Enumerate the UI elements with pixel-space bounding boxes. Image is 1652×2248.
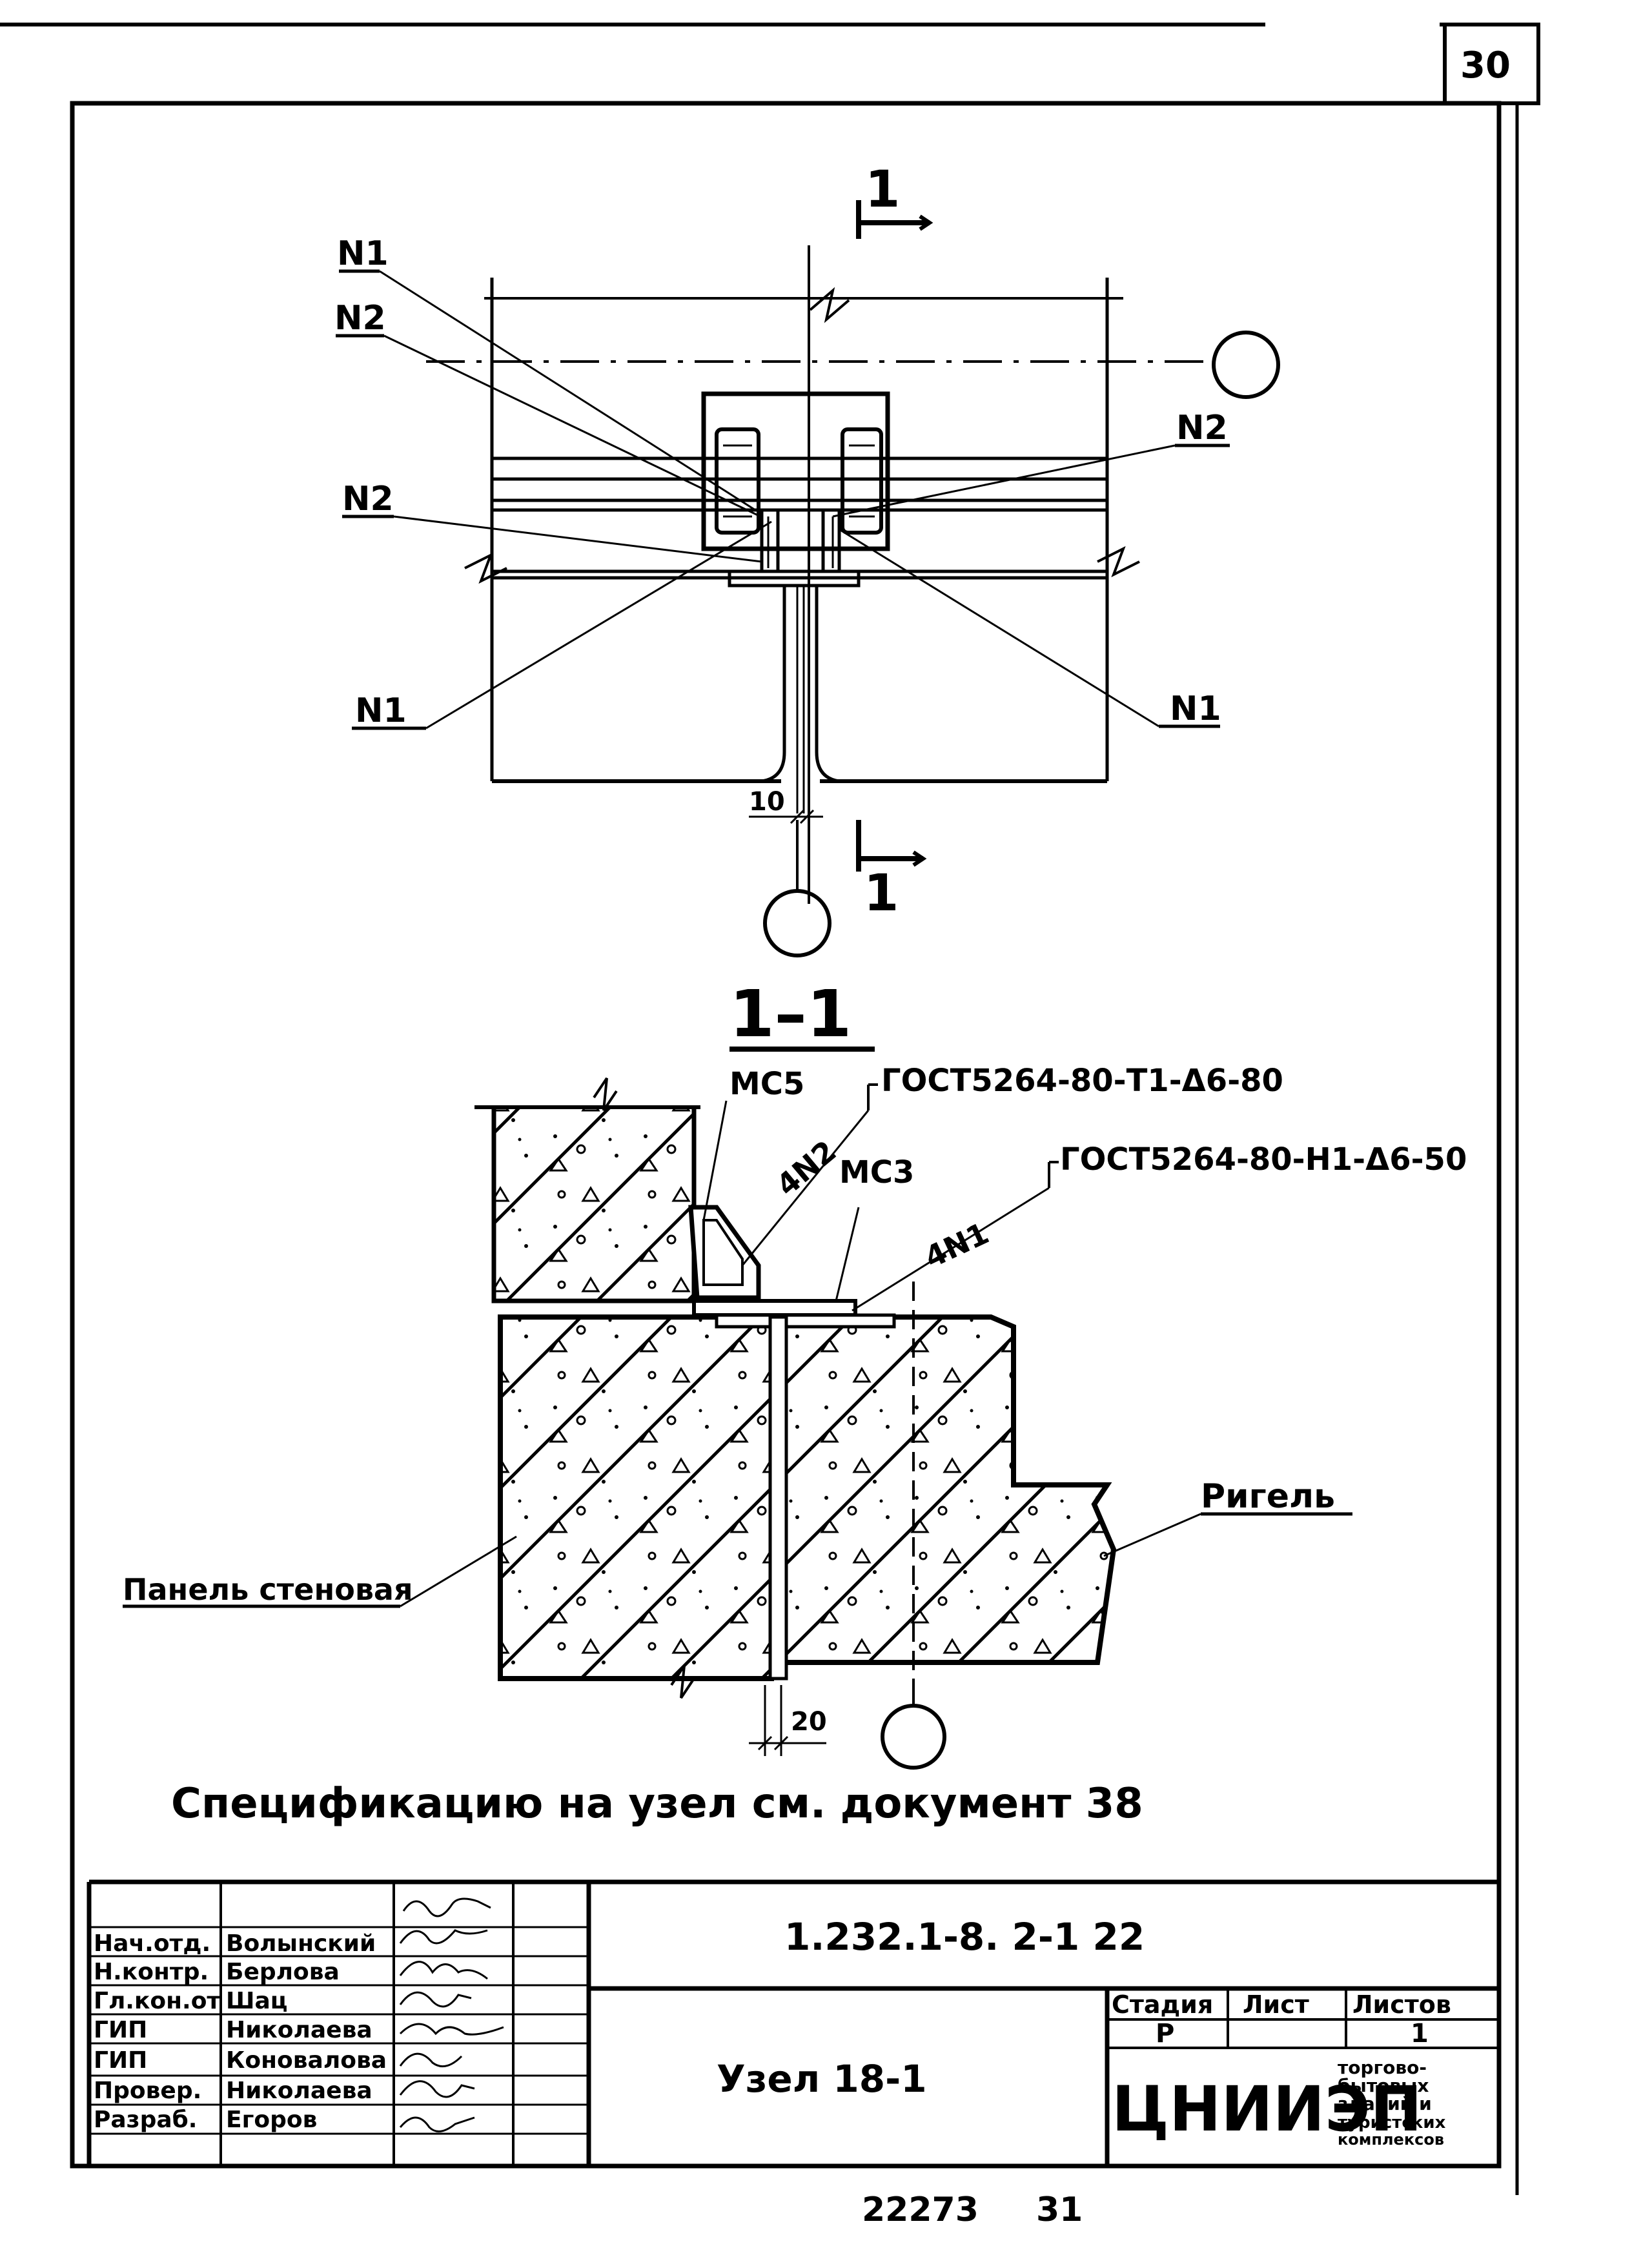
person-role: ГИП	[94, 2017, 147, 2043]
bottom-left-number: 22273	[862, 2191, 979, 2229]
person-name: Шац	[226, 1988, 287, 2014]
person-role: Н.контр.	[94, 1959, 209, 1985]
person-role: Провер.	[94, 2078, 201, 2104]
sheet-header: Лист	[1243, 1990, 1309, 2019]
org-name: ЦНИИЭП	[1112, 2073, 1422, 2145]
org-subtitle-line: бытовых	[1338, 2075, 1429, 2096]
person-name: Егоров	[226, 2107, 317, 2133]
plan-dimension: 10	[749, 787, 785, 817]
plan-view	[336, 200, 1280, 957]
title-block-signatures	[399, 1897, 504, 2132]
doc-code: 1.232.1-8. 2-1 22	[784, 1915, 1145, 1959]
label-gost-top: ГОСТ5264-80-Т1-Δ6-80	[881, 1063, 1283, 1099]
person-name: Коновалова	[226, 2047, 387, 2074]
org-subtitle-line: торгово-	[1338, 2057, 1427, 2078]
person-role: ГИП	[94, 2047, 147, 2074]
label-n2-mid-left: N2	[342, 480, 394, 518]
label-n2-top-left: N2	[334, 299, 386, 338]
section-dimension: 20	[791, 1707, 827, 1737]
label-n1-top-left: N1	[337, 234, 389, 273]
stage-value: Р	[1156, 2019, 1174, 2049]
label-n1-bottom-left: N1	[355, 691, 407, 730]
label-weld-4n1: 4N1	[919, 1216, 994, 1275]
section-mark-bottom: 1	[864, 864, 899, 923]
person-role: Нач.отд.	[94, 1930, 210, 1957]
node-title: Узел 18-1	[717, 2057, 927, 2101]
person-role: Гл.кон.от	[94, 1988, 220, 2014]
org-subtitle-line: комплексов	[1338, 2130, 1444, 2149]
org-subtitle-line: туристских	[1338, 2113, 1446, 2132]
label-mc3: МС3	[839, 1154, 914, 1190]
person-name: Волынский	[226, 1930, 376, 1957]
org-subtitle-line: зданий и	[1338, 2093, 1432, 2114]
label-n1-right: N1	[1170, 690, 1221, 728]
person-name: Николаева	[226, 2078, 372, 2104]
section-view	[123, 1077, 1352, 1770]
person-name: Берлова	[226, 1959, 340, 1985]
specification-note: Спецификацию на узел см. документ 38	[171, 1780, 1143, 1828]
title-block-people: Нач.отд. Волынский Н.контр. Берлова Гл.к…	[94, 1930, 387, 2133]
section-mark-top: 1	[865, 161, 900, 219]
sheets-value: 1	[1411, 2019, 1429, 2049]
person-name: Николаева	[226, 2017, 372, 2043]
label-gost-mid: ГОСТ5264-80-Н1-Δ6-50	[1060, 1141, 1467, 1178]
stage-header: Стадия	[1112, 1990, 1213, 2019]
sheets-header: Листов	[1352, 1990, 1451, 2019]
label-weld-4n2: 4N2	[770, 1134, 842, 1203]
label-rigel: Ригель	[1201, 1477, 1335, 1516]
corner-number: 30	[1460, 45, 1511, 87]
sheet-frame	[0, 23, 1540, 2195]
label-panel: Панель стеновая	[123, 1572, 413, 1607]
label-mc5: МС5	[729, 1066, 804, 1102]
section-title: 1–1	[729, 976, 851, 1052]
bottom-right-number: 31	[1036, 2191, 1083, 2229]
title-block	[87, 1879, 1499, 2166]
person-role: Разраб.	[94, 2107, 197, 2133]
label-n2-right: N2	[1176, 409, 1228, 447]
org-subtitle: торгово- бытовых зданий и туристских ком…	[1338, 2057, 1446, 2149]
